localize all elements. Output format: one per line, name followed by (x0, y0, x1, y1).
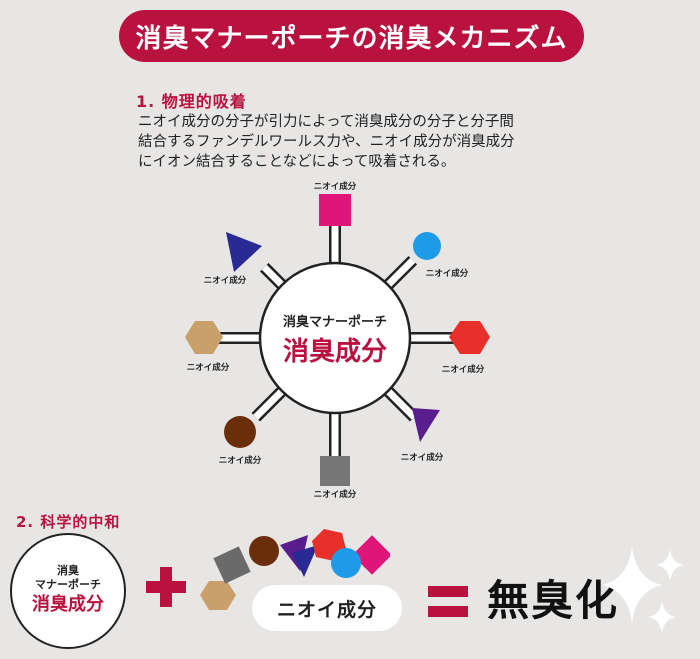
plus-icon (146, 567, 186, 607)
result-text: 無臭化 (487, 576, 620, 625)
odor-molecule-triangle-navy (226, 232, 262, 272)
odor-label: ニオイ成分 (314, 181, 357, 192)
cluster-triangle-navy (292, 545, 318, 577)
center-label-ingredient: 消臭成分 (283, 337, 387, 367)
sparkle-icon (602, 547, 684, 633)
arm-fill (382, 257, 416, 291)
odor-label: ニオイ成分 (426, 268, 469, 279)
section2-heading: 2. 科学的中和 (16, 513, 121, 531)
odor-molecule-triangle-purple (412, 408, 440, 442)
cluster-square-gray (213, 546, 251, 584)
product-circle: 消臭 マナーポーチ 消臭成分 (10, 533, 126, 649)
section1-body: ニオイ成分の分子が引力によって消臭成分の分子と分子間 結合するファンデルワールス… (138, 112, 578, 172)
odor-label: ニオイ成分 (219, 455, 262, 466)
odor-molecule-square-magenta (319, 194, 351, 226)
section1-body-line: ニオイ成分の分子が引力によって消臭成分の分子と分子間 (138, 114, 514, 130)
page-title: 消臭マナーポーチの消臭メカニズム (119, 10, 584, 62)
cluster-square-magenta (352, 535, 390, 575)
odor-molecule-circle-blue (413, 232, 441, 260)
odor-molecule-square-gray (320, 456, 350, 486)
sparkle-large-icon (602, 547, 662, 623)
diagram-arms (215, 218, 455, 460)
center-label-product: 消臭マナーポーチ (283, 314, 387, 330)
section1-heading: 1. 物理的吸着 (136, 92, 247, 111)
product-circle-line3: 消臭成分 (32, 594, 104, 615)
sparkle-small-icon (648, 601, 676, 633)
odor-label: ニオイ成分 (442, 364, 485, 375)
odor-pill: ニオイ成分 (252, 585, 402, 631)
product-circle-line1: 消臭 (57, 564, 79, 577)
odor-label: ニオイ成分 (401, 452, 444, 463)
odor-molecule-hexagon-tan (185, 321, 223, 354)
odor-molecule-cluster (200, 529, 390, 610)
cluster-circle-brown (249, 536, 279, 566)
sparkle-small-icon (656, 549, 684, 581)
odor-molecule-circle-brown (224, 416, 256, 448)
odor-label: ニオイ成分 (314, 489, 357, 500)
cluster-circle-blue (331, 548, 361, 578)
section1-body-line: 結合するファンデルワールス力や、ニオイ成分が消臭成分 (138, 134, 515, 150)
product-circle-line2: マナーポーチ (35, 578, 101, 591)
equals-icon (428, 584, 468, 620)
arm-fill (253, 385, 288, 420)
odor-molecule-hexagon-red (449, 321, 490, 354)
center-circle (258, 261, 412, 415)
cluster-hexagon-tan (200, 581, 236, 610)
odor-label: ニオイ成分 (204, 275, 247, 286)
odor-label: ニオイ成分 (187, 362, 230, 373)
arm-fill (382, 385, 417, 420)
section1-body-line: にイオン結合することなどによって吸着される。 (138, 154, 456, 170)
